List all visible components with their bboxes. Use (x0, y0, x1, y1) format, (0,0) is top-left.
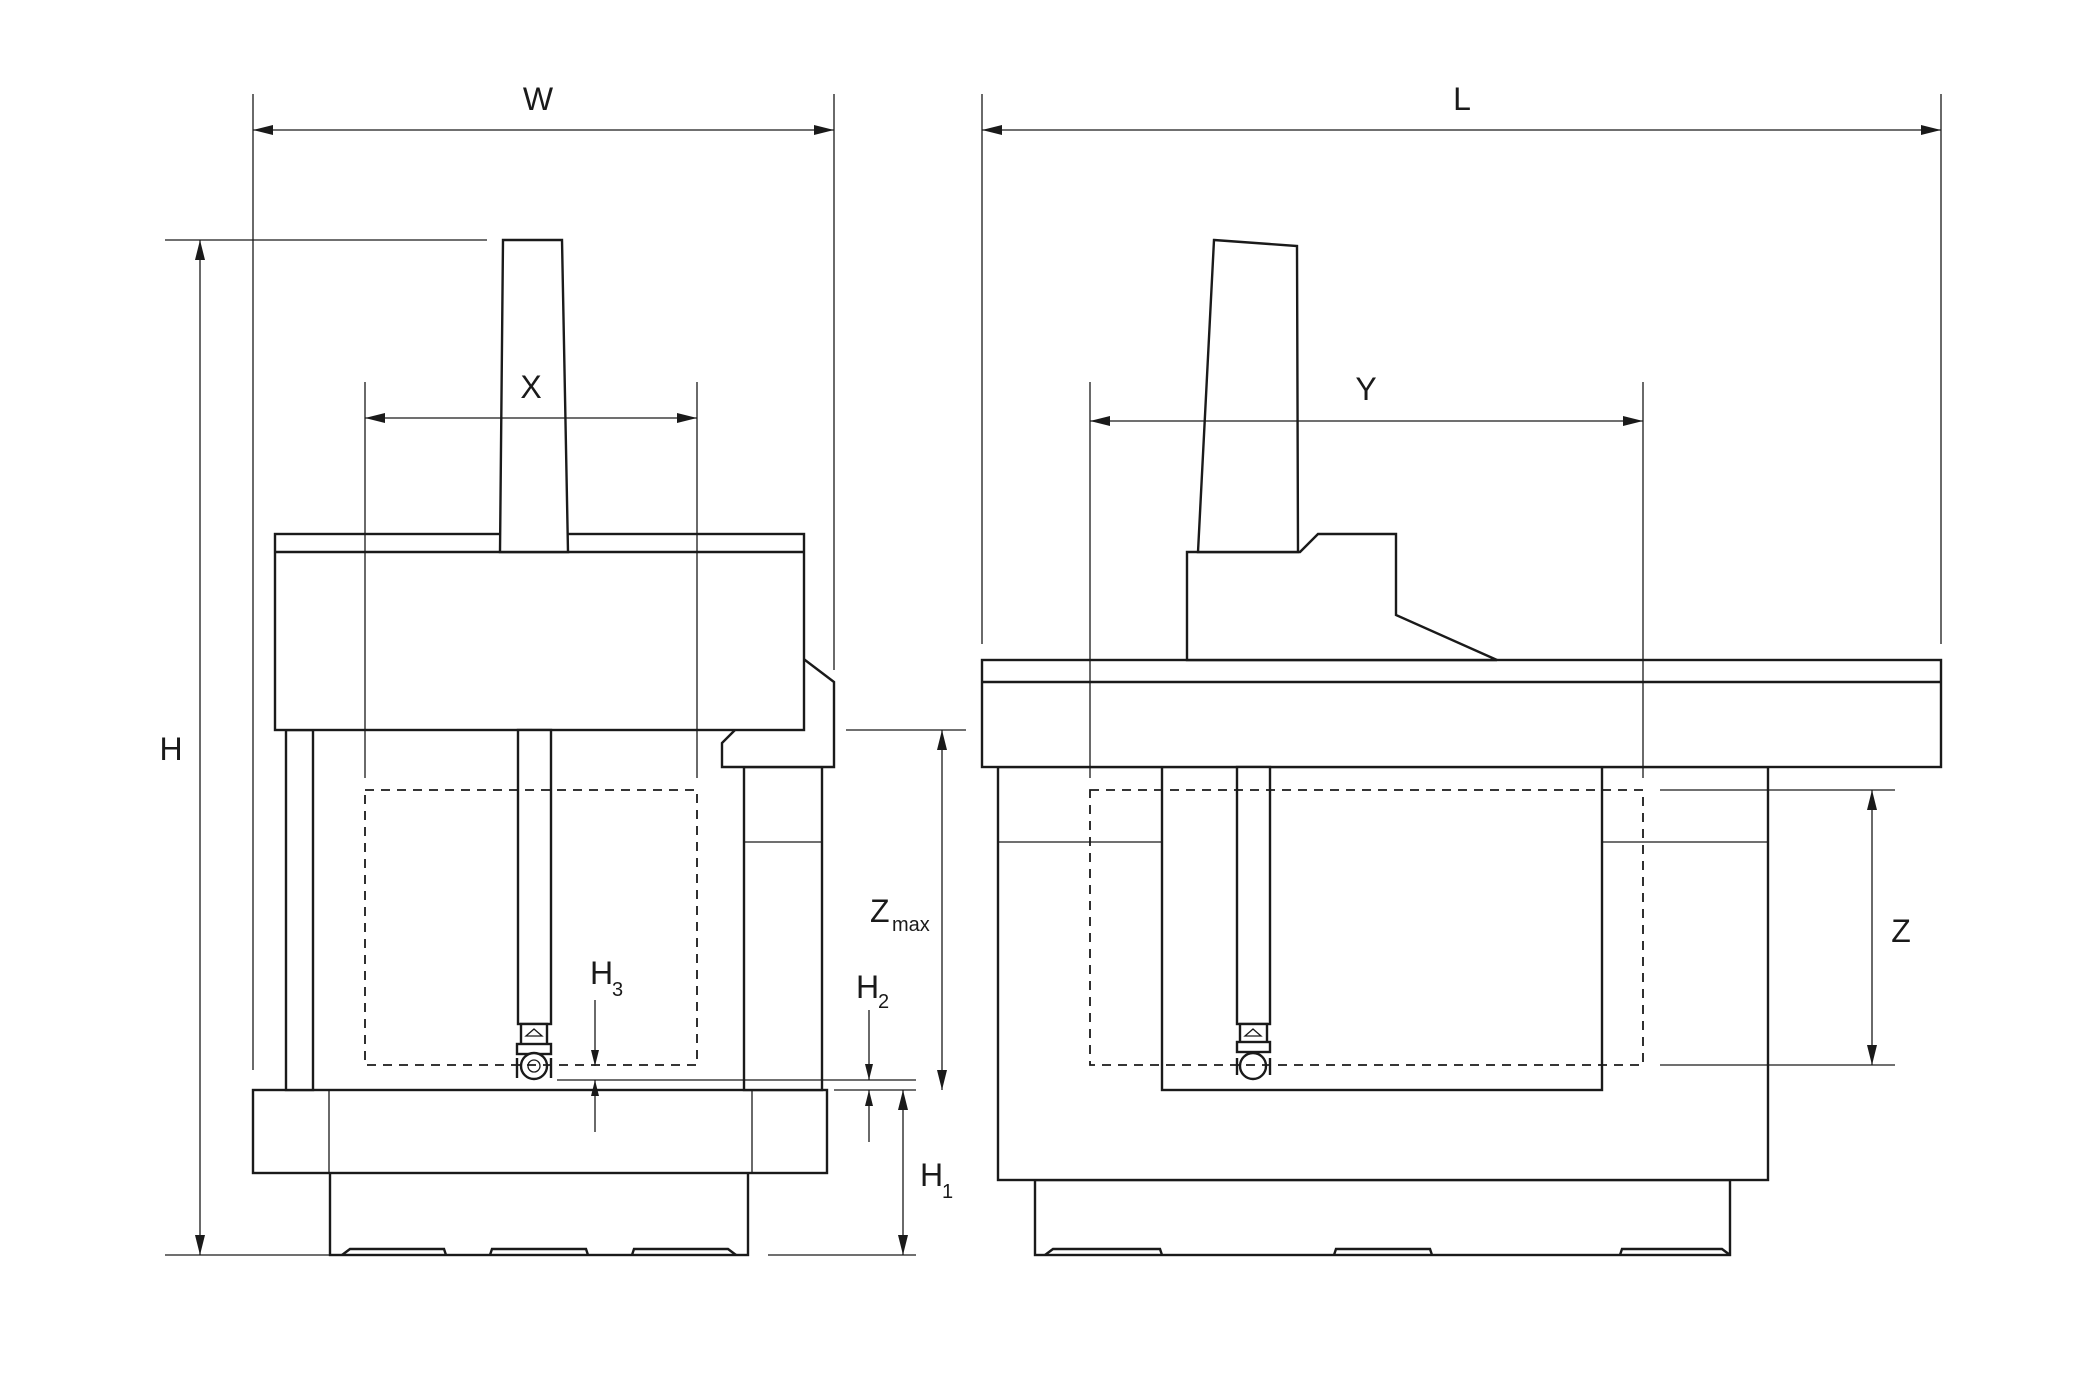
width-dimension: W (253, 81, 834, 135)
front-z-ram (498, 238, 570, 1081)
z-dimension: Z (1867, 790, 1911, 1065)
h1-main: H (920, 1157, 943, 1193)
side-measuring-volume (1089, 789, 1644, 1066)
front-bridge-beam (273, 532, 806, 732)
h3-dimension: H 3 (590, 955, 623, 1132)
length-label: L (1453, 81, 1471, 117)
z-label: Z (1891, 913, 1911, 949)
height-dimension: H (159, 240, 205, 1255)
zmax-subscript: max (892, 914, 930, 936)
side-base (1033, 1178, 1732, 1257)
h3-subscript: 3 (612, 979, 623, 1001)
side-view: L Y Z (980, 81, 1943, 1257)
h2-main: H (856, 969, 879, 1005)
h2-subscript: 2 (878, 991, 889, 1013)
h2-dimension: H 2 (856, 969, 889, 1142)
side-z-ram (1196, 238, 1300, 1081)
h3-main: H (590, 955, 613, 991)
y-label: Y (1355, 371, 1376, 407)
side-table-frame (996, 765, 1770, 1182)
y-dimension: Y (1090, 371, 1643, 426)
front-right-column (720, 658, 836, 1092)
front-view: W X H Z max H 1 H (159, 81, 966, 1257)
height-label: H (159, 731, 182, 767)
length-dimension: L (982, 81, 1941, 135)
zmax-main: Z (870, 893, 890, 929)
width-label: W (523, 81, 554, 117)
h1-dimension: H 1 (898, 1090, 953, 1255)
x-label: X (520, 369, 541, 405)
front-measuring-volume (364, 789, 698, 1066)
h1-subscript: 1 (942, 1181, 953, 1203)
x-dimension: X (365, 369, 697, 423)
front-base (251, 1088, 829, 1257)
front-left-column (284, 728, 315, 1092)
zmax-label: Z (870, 893, 890, 929)
side-extension-lines (981, 94, 1942, 1066)
zmax-dimension: Z max (870, 730, 947, 1090)
side-bridge-beam (980, 658, 1943, 769)
